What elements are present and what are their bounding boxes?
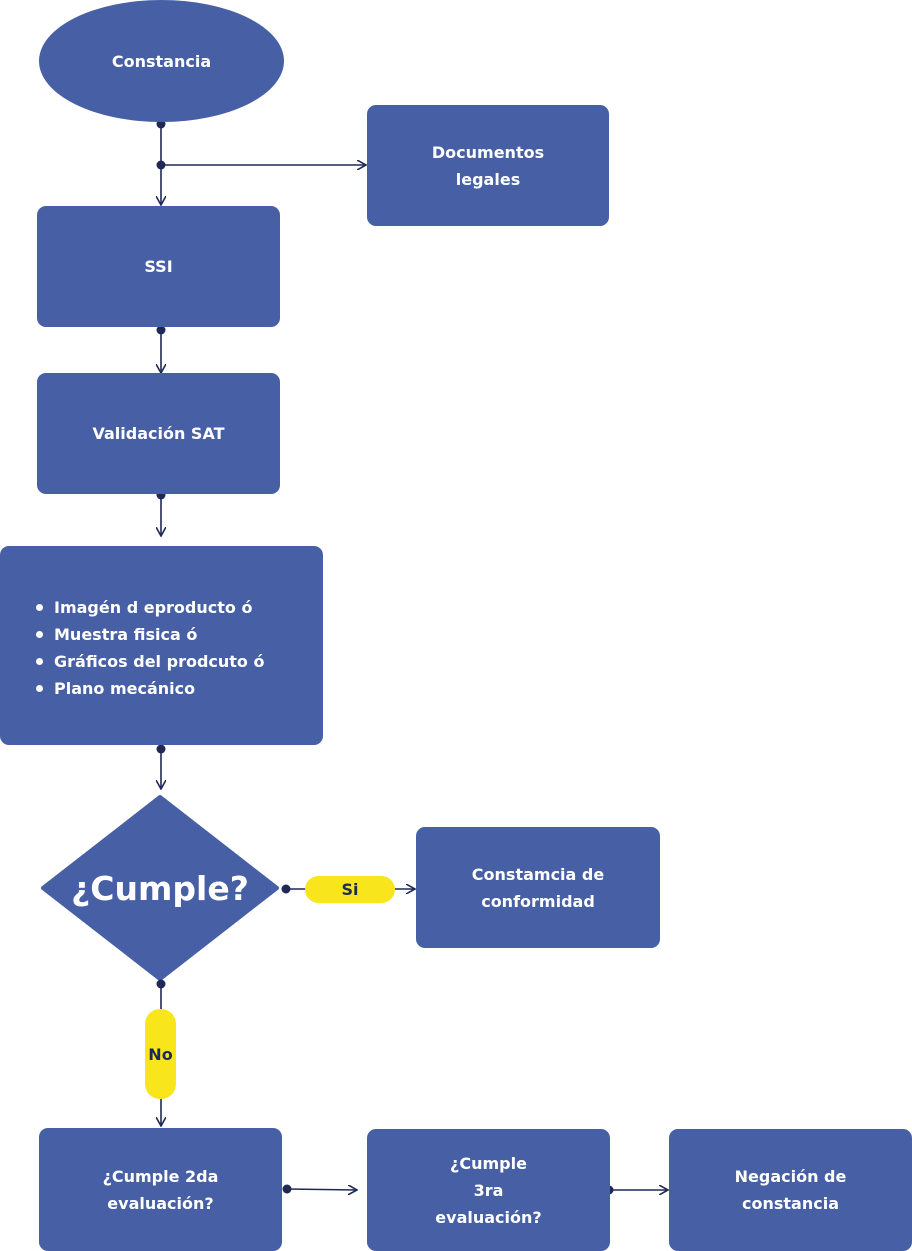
decision-cumple-label: ¿Cumple?	[71, 868, 249, 908]
node-validacion-label: Validación SAT	[92, 424, 225, 443]
decision-diamond	[41, 795, 279, 981]
label-si: Si	[305, 876, 395, 903]
node-documentos-legales: Documentos legales	[367, 105, 609, 226]
node-ssi-label: SSI	[144, 257, 173, 276]
node-constancia-conformidad: Constamcia de conformidad	[416, 827, 660, 948]
requisito-item: Plano mecánico	[36, 675, 323, 702]
requisito-item: Gráficos del prodcuto ó	[36, 648, 323, 675]
connector-segunda-tercera	[286, 1189, 357, 1190]
node-constancia: Constancia	[39, 0, 284, 122]
node-tercera-label: ¿Cumple 3ra evaluación?	[435, 1153, 542, 1227]
requisito-item: Imagén d eproducto ó	[36, 594, 323, 621]
node-ssi: SSI	[37, 206, 280, 327]
node-negacion-label: Negación de constancia	[734, 1167, 847, 1213]
node-tercera-evaluacion: ¿Cumple 3ra evaluación?	[367, 1129, 610, 1251]
node-constancia-label: Constancia	[111, 51, 212, 71]
node-segunda-label: ¿Cumple 2da evaluación?	[102, 1166, 219, 1213]
requisito-item: Muestra fisica ó	[36, 621, 323, 648]
node-documentos-label: Documentos legales	[431, 142, 545, 189]
node-validacion-sat: Validación SAT	[37, 373, 280, 494]
label-no: No	[145, 1009, 176, 1099]
node-requisitos: Imagén d eproducto ó Muestra fisica ó Gr…	[0, 546, 323, 745]
node-conformidad-label: Constamcia de conformidad	[471, 864, 605, 911]
node-segunda-evaluacion: ¿Cumple 2da evaluación?	[39, 1128, 282, 1251]
node-negacion-constancia: Negación de constancia	[669, 1129, 912, 1251]
requisitos-list: Imagén d eproducto ó Muestra fisica ó Gr…	[36, 594, 323, 702]
